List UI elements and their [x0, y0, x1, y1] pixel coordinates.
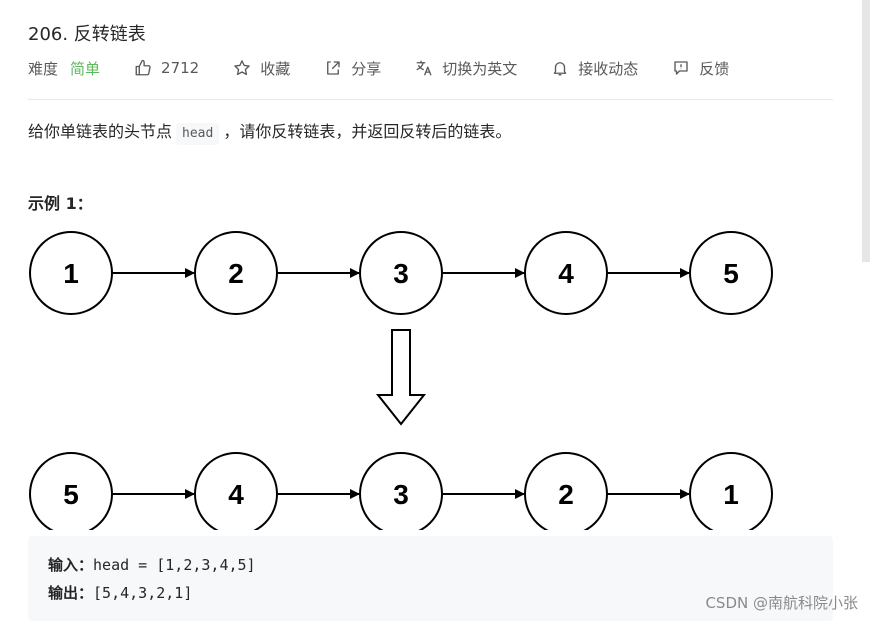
reverse-down-arrow	[375, 329, 427, 426]
difficulty-label: 难度	[28, 59, 59, 78]
example-input-line: 输入：head = [1,2,3,4,5]	[48, 554, 256, 575]
example-code-block: 输入：head = [1,2,3,4,5] 输出：[5,4,3,2,1]	[28, 536, 833, 621]
favorite-button[interactable]: 收藏	[233, 58, 290, 79]
bottom-node-3: 3	[359, 452, 443, 530]
input-value: head = [1,2,3,4,5]	[93, 556, 256, 574]
top-node-label: 3	[393, 258, 409, 289]
feedback-label: 反馈	[699, 59, 730, 78]
problem-title: 206. 反转链表	[28, 24, 146, 45]
switch-language-button[interactable]: 切换为英文	[415, 58, 517, 79]
difficulty-value: 简单	[70, 59, 101, 78]
example-output-line: 输出：[5,4,3,2,1]	[48, 582, 192, 603]
linked-list-diagram: 1 2 3 4 5 5 4	[29, 231, 773, 530]
like-button[interactable]: 2712	[134, 59, 199, 77]
bottom-node-1: 5	[29, 452, 113, 530]
top-node-1: 1	[29, 231, 113, 315]
share-icon	[327, 61, 340, 75]
example-title: 示例 1：	[28, 194, 93, 213]
input-label: 输入：	[48, 556, 94, 574]
watermark: CSDN @南航科院小张	[705, 594, 858, 612]
share-label: 分享	[351, 59, 382, 78]
bottom-node-label: 4	[228, 479, 244, 510]
top-node-label: 1	[63, 258, 79, 289]
bottom-node-label: 2	[558, 479, 574, 510]
notify-button[interactable]: 接收动态	[551, 58, 638, 79]
bell-icon	[553, 62, 567, 76]
star-icon	[234, 60, 251, 76]
top-node-3: 3	[359, 231, 443, 315]
top-node-label: 2	[228, 258, 244, 289]
favorite-label: 收藏	[260, 59, 291, 78]
bottom-node-2: 4	[194, 452, 278, 530]
bottom-node-label: 3	[393, 479, 409, 510]
feedback-icon	[674, 61, 688, 75]
translate-icon	[416, 60, 432, 76]
top-node-5: 5	[689, 231, 773, 315]
top-node-4: 4	[524, 231, 608, 315]
header-divider	[28, 99, 833, 100]
share-button[interactable]: 分享	[324, 58, 381, 79]
thumbs-up-icon	[135, 59, 151, 76]
bottom-node-label: 5	[63, 479, 79, 510]
bottom-node-5: 1	[689, 452, 773, 530]
switch-language-label: 切换为英文	[442, 59, 518, 78]
output-label: 输出：	[48, 584, 94, 602]
like-count: 2712	[161, 59, 200, 77]
notify-label: 接收动态	[578, 59, 639, 78]
output-value: [5,4,3,2,1]	[93, 584, 193, 602]
top-node-label: 4	[558, 258, 574, 289]
bottom-node-label: 1	[723, 479, 739, 510]
feedback-button[interactable]: 反馈	[672, 58, 729, 79]
top-node-2: 2	[194, 231, 278, 315]
top-node-label: 5	[723, 258, 739, 289]
description-text-before: 给你单链表的头节点	[28, 122, 173, 141]
description-text-after: ，请你反转链表，并返回反转后的链表。	[223, 122, 512, 141]
bottom-node-4: 2	[524, 452, 608, 530]
inline-code-head: head	[176, 123, 220, 145]
page-scrollbar[interactable]	[862, 0, 870, 262]
problem-meta-bar: 难度 简单 2712 收藏 分享	[28, 56, 763, 80]
